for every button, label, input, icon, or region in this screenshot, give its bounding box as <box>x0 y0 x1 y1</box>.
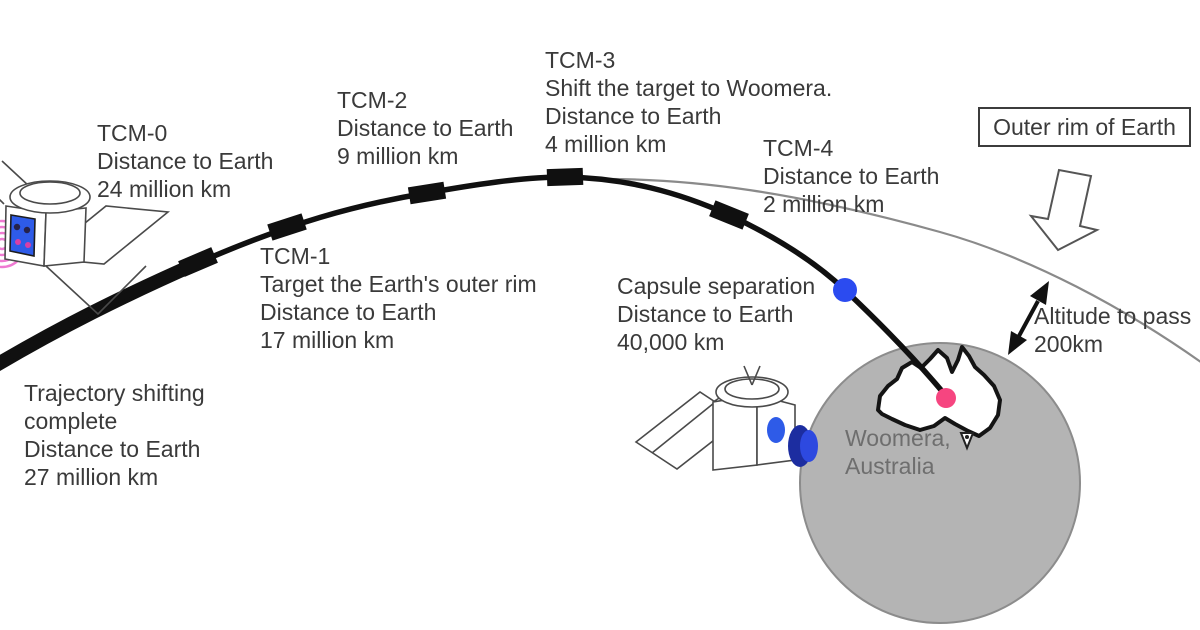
outer-rim-box-label: Outer rim of Earth <box>993 113 1176 140</box>
label-tcm-2: TCM-2 Distance to Earth 9 million km <box>337 86 513 170</box>
tcm-markers <box>178 167 749 277</box>
label-line: Distance to Earth <box>617 301 794 327</box>
label-line: 2 million km <box>763 191 885 217</box>
tcm-2-marker <box>407 181 447 205</box>
label-line: Distance to Earth <box>24 436 201 462</box>
reentry-capsule-highlight <box>800 430 818 462</box>
label-line: TCM-4 <box>763 135 834 161</box>
earth-globe <box>799 342 1081 624</box>
tcm-0-marker <box>178 247 218 277</box>
label-line: Distance to Earth <box>97 148 274 174</box>
outer-rim-of-earth-box: Outer rim of Earth <box>978 107 1191 147</box>
label-line: Woomera, <box>845 425 951 451</box>
tcm-4-marker <box>709 200 749 230</box>
tasmania-pin-dot <box>965 435 969 439</box>
woomera-landing-dot <box>936 388 956 408</box>
label-line: 9 million km <box>337 143 459 169</box>
spacecraft-near-earth-icon <box>634 365 818 471</box>
outer-rim-callout-arrow-icon <box>1028 168 1100 252</box>
label-line: 17 million km <box>260 327 395 353</box>
label-tcm-3: TCM-3 Shift the target to Woomera. Dista… <box>545 46 832 158</box>
tcm-3-marker <box>546 167 584 187</box>
label-line: TCM-1 <box>260 243 331 269</box>
label-trajectory-shifting: Trajectory shifting complete Distance to… <box>24 379 205 491</box>
altitude-double-arrow <box>1008 281 1049 355</box>
label-tcm-1: TCM-1 Target the Earth's outer rim Dista… <box>260 242 537 354</box>
label-line: complete <box>24 408 118 434</box>
label-line: 4 million km <box>545 131 667 157</box>
label-line: 24 million km <box>97 176 232 202</box>
spacecraft-cruise-icon <box>0 160 171 316</box>
label-line: TCM-2 <box>337 87 408 113</box>
capsule-separation-dot <box>833 278 857 302</box>
label-line: Distance to Earth <box>337 115 514 141</box>
label-capsule-separation: Capsule separation Distance to Earth 40,… <box>617 272 815 356</box>
tasmania-pin-icon <box>959 432 975 451</box>
label-line: Capsule separation <box>617 273 816 299</box>
label-line: 200km <box>1034 331 1104 357</box>
label-line: Distance to Earth <box>763 163 940 189</box>
spacecraft-blue-port <box>767 417 785 443</box>
label-line: Shift the target to Woomera. <box>545 75 833 101</box>
label-line: 27 million km <box>24 464 159 490</box>
ion-engine-panel <box>9 214 36 257</box>
label-line: Distance to Earth <box>260 299 437 325</box>
label-line: Target the Earth's outer rim <box>260 271 537 297</box>
label-line: Trajectory shifting <box>24 380 205 406</box>
label-line: Altitude to pass <box>1034 303 1192 329</box>
label-woomera: Woomera, Australia <box>845 424 951 480</box>
label-tcm-4: TCM-4 Distance to Earth 2 million km <box>763 134 939 218</box>
label-line: TCM-0 <box>97 120 168 146</box>
label-altitude: Altitude to pass 200km <box>1034 302 1191 358</box>
label-line: 40,000 km <box>617 329 725 355</box>
label-line: Distance to Earth <box>545 103 722 129</box>
label-tcm-0: TCM-0 Distance to Earth 24 million km <box>97 119 273 203</box>
label-line: Australia <box>845 453 935 479</box>
tcm-1-marker <box>267 213 307 241</box>
outer-rim-trajectory-line <box>565 177 1200 363</box>
label-line: TCM-3 <box>545 47 616 73</box>
